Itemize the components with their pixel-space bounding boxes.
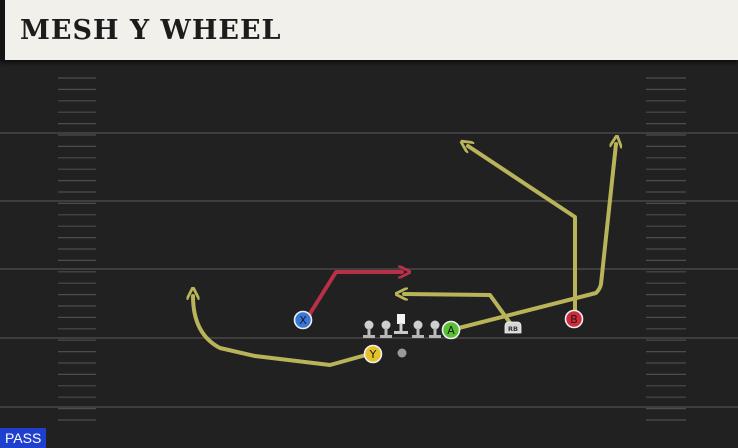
lineman-icon: [412, 320, 424, 338]
header-accent-bar: [0, 0, 5, 60]
routes: [193, 144, 616, 367]
play-type-badge: PASS: [0, 428, 47, 448]
route-x-mesh-drag: [304, 272, 402, 322]
route-a-vertical: [449, 144, 616, 332]
player-x[interactable]: X: [293, 310, 313, 330]
lineman-icon: [380, 320, 392, 338]
player-a[interactable]: A: [441, 320, 461, 340]
players: X Y A B RB: [293, 309, 584, 364]
player-qb[interactable]: [397, 348, 407, 358]
circle-icon: [293, 310, 313, 330]
field-turf: [0, 60, 738, 448]
player-label: B: [570, 313, 578, 326]
route-y-wheel: [193, 296, 368, 367]
offensive-line: [363, 314, 441, 338]
rb-tag-icon: [504, 321, 522, 334]
dot-icon: [397, 348, 407, 358]
yard-lines: [0, 132, 738, 408]
play-title: MESH Y WHEEL: [20, 15, 282, 46]
center-icon: [394, 314, 408, 334]
player-label: A: [447, 324, 455, 337]
circle-icon: [441, 320, 461, 340]
player-b[interactable]: B: [564, 309, 584, 329]
football-field: X Y A B RB: [0, 60, 738, 448]
lineman-icon: [429, 320, 441, 338]
player-rb[interactable]: RB: [504, 321, 522, 334]
player-label: X: [299, 314, 307, 327]
player-label: RB: [508, 325, 518, 333]
circle-icon: [363, 344, 383, 364]
circle-icon: [564, 309, 584, 329]
play-header: MESH Y WHEEL: [0, 0, 738, 60]
player-y[interactable]: Y: [363, 344, 383, 364]
hash-marks: [58, 77, 686, 421]
lineman-icon: [363, 320, 375, 338]
player-label: Y: [369, 348, 377, 361]
route-b-post: [468, 146, 577, 321]
